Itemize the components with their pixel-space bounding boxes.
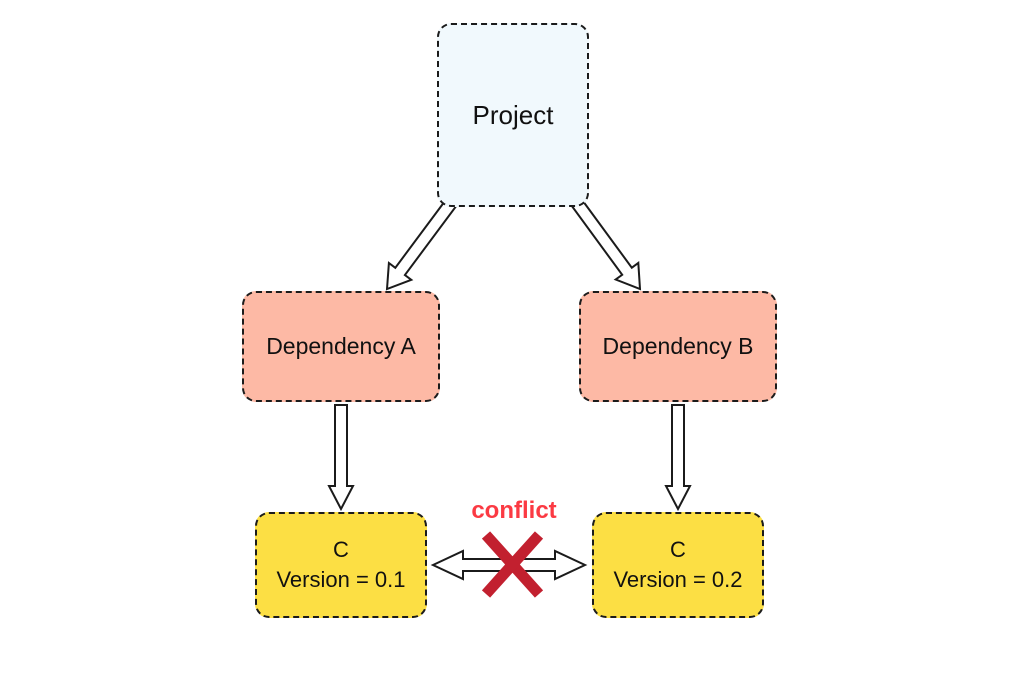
c-version-02-label: C [670,537,686,562]
arrow-dependency-b-to-c2 [664,404,692,512]
conflict-x-icon [481,531,544,598]
dependency-b-node: Dependency B [579,291,777,402]
arrow-dependency-a-to-c1 [327,404,355,512]
dependency-a-node: Dependency A [242,291,440,402]
c-version-02-node: C Version = 0.2 [592,512,764,618]
c-version-01-node: C Version = 0.1 [255,512,427,618]
conflict-label: conflict [471,497,557,524]
c-version-01-label: C [333,537,349,562]
c-version-02-version-line: Version = 0.2 [613,567,743,592]
dependency-b-label: Dependency B [602,333,754,359]
arrow-project-to-dependency-b [570,198,642,291]
project-node: Project [437,23,589,207]
project-label: Project [472,99,554,130]
arrow-project-to-dependency-a [385,197,458,291]
dependency-a-label: Dependency A [266,333,416,359]
c-version-01-version-line: Version = 0.1 [276,567,406,592]
arrow-conflict-double-headed [430,549,588,581]
